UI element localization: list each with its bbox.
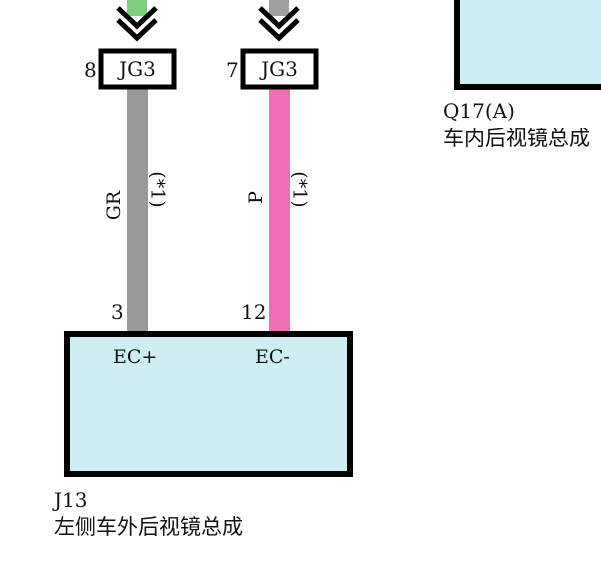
- wire-color-code: GR: [103, 190, 126, 221]
- connector-pin-number: 8: [84, 58, 97, 82]
- component-box-q17: [454, 0, 601, 90]
- chevron-icon-right: [258, 6, 300, 42]
- connector-name: JG3: [119, 57, 156, 81]
- terminal-name: EC-: [255, 346, 290, 368]
- connector-pin-number: 7: [226, 58, 239, 82]
- chevron-icon-left: [116, 6, 158, 42]
- connector-box-7: [240, 48, 319, 90]
- wire-p: [269, 88, 290, 334]
- lead-wire-gr: [127, 0, 147, 16]
- wire-note: (*1): [288, 171, 311, 208]
- component-box-j13: [64, 331, 353, 477]
- component-id: J13: [54, 488, 88, 512]
- component-pin-number: 12: [241, 300, 267, 324]
- connector-box-8: [98, 48, 177, 90]
- wire-note: (*1): [146, 171, 169, 208]
- component-name: 车内后视镜总成: [443, 128, 590, 149]
- component-pin-number: 3: [111, 300, 124, 324]
- connector-name: JG3: [261, 57, 298, 81]
- component-name: 左侧车外后视镜总成: [54, 515, 243, 539]
- wire-color-code: P: [244, 191, 267, 204]
- component-id: Q17(A): [443, 99, 515, 123]
- lead-wire-p: [269, 0, 289, 16]
- terminal-name: EC+: [113, 346, 158, 368]
- wire-gr: [127, 88, 148, 334]
